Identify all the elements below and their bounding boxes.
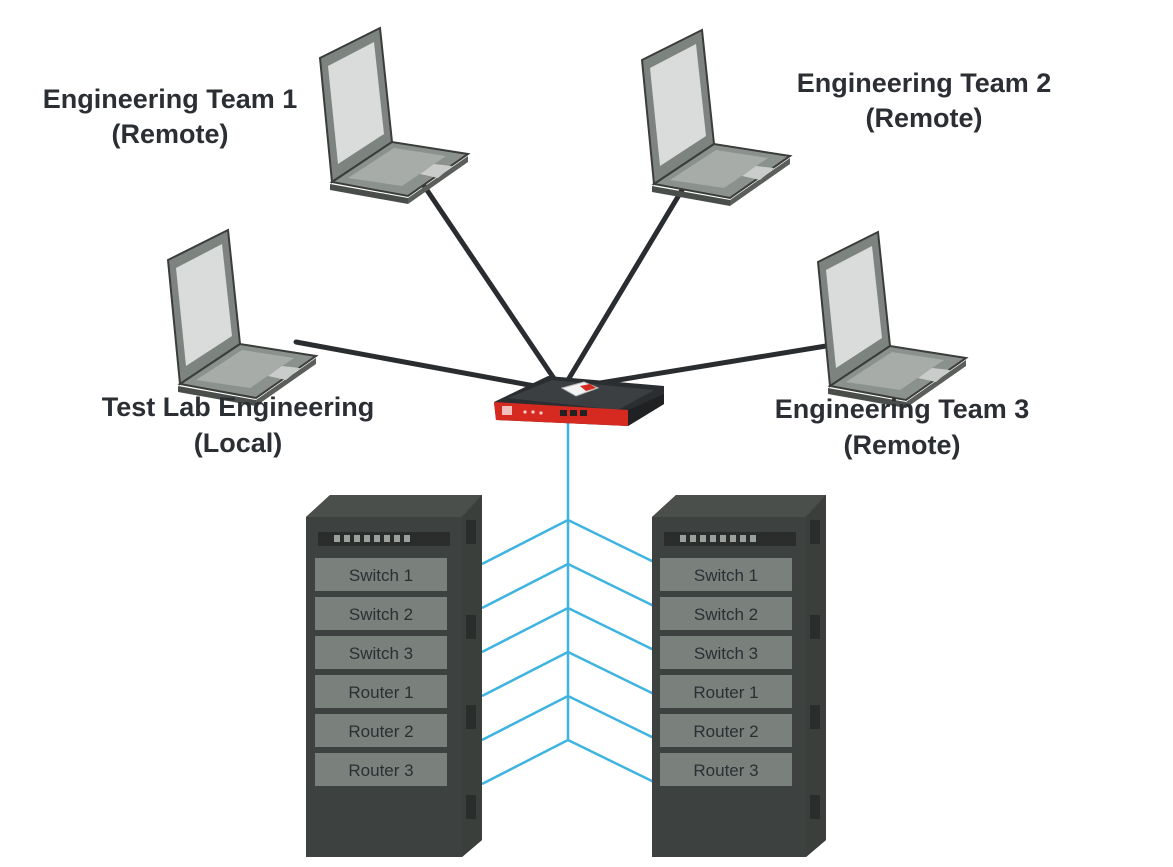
rack-right-slot bbox=[660, 675, 792, 708]
blue-branch-link bbox=[481, 518, 569, 566]
rack-right-slot bbox=[660, 753, 792, 786]
link-team1 bbox=[405, 159, 558, 383]
rack-right-slot bbox=[660, 597, 792, 630]
rack-right-slot bbox=[660, 636, 792, 669]
blue-branch-link bbox=[481, 650, 569, 698]
rack-left-slot-label: Router 2 bbox=[348, 722, 413, 741]
rack-right-slot bbox=[660, 558, 792, 591]
rack-left: Switch 1 Switch 2 Switch 3 Router 1 Router 2… bbox=[306, 495, 482, 857]
laptop-team3-icon bbox=[817, 231, 967, 409]
rack-right-slot bbox=[660, 714, 792, 747]
rack-right-slot-label: Switch 3 bbox=[694, 644, 758, 663]
blue-branch-link bbox=[481, 606, 569, 654]
rack-right-slot-label: Switch 2 bbox=[694, 605, 758, 624]
blue-branch-link bbox=[567, 518, 659, 566]
blue-branch-link bbox=[481, 562, 569, 610]
appliance-icon bbox=[494, 376, 664, 426]
rack-left-slot bbox=[315, 558, 447, 591]
rack-right: Switch 1 Switch 2 Switch 3 Router 1 Router 2… bbox=[652, 495, 826, 857]
rack-left-slot bbox=[315, 675, 447, 708]
rack-left-slot-label: Router 1 bbox=[348, 683, 413, 702]
blue-branch-link bbox=[567, 694, 659, 742]
blue-branch-link bbox=[567, 738, 659, 786]
label-team3-location: (Remote) bbox=[843, 430, 960, 460]
blue-branch-link bbox=[481, 738, 569, 786]
rack-right-slot-label: Router 3 bbox=[693, 761, 758, 780]
rack-right-slot-label: Switch 1 bbox=[694, 566, 758, 585]
laptop-team1-icon bbox=[319, 27, 469, 205]
laptop-team2-icon bbox=[641, 29, 791, 207]
rack-left-slot-label: Router 3 bbox=[348, 761, 413, 780]
label-team1-location: (Remote) bbox=[111, 119, 228, 149]
laptop-local-icon bbox=[167, 229, 317, 407]
label-local-name: Test Lab Engineering bbox=[102, 392, 375, 422]
label-team3-name: Engineering Team 3 bbox=[775, 394, 1030, 424]
rack-right-slot-label: Router 2 bbox=[693, 722, 758, 741]
rack-left-slot-label: Switch 2 bbox=[349, 605, 413, 624]
rack-left-slot-label: Switch 3 bbox=[349, 644, 413, 663]
rack-left-slot bbox=[315, 636, 447, 669]
blue-branch-link bbox=[481, 694, 569, 742]
rack-right-slot-label: Router 1 bbox=[693, 683, 758, 702]
label-team2-name: Engineering Team 2 bbox=[797, 68, 1052, 98]
blue-branch-link bbox=[567, 562, 659, 610]
blue-links bbox=[481, 422, 659, 786]
label-team1-name: Engineering Team 1 bbox=[43, 84, 298, 114]
link-team3 bbox=[597, 343, 829, 386]
label-team2-location: (Remote) bbox=[865, 103, 982, 133]
label-local-location: (Local) bbox=[194, 428, 283, 458]
rack-left-slot bbox=[315, 714, 447, 747]
blue-branch-link bbox=[567, 650, 659, 698]
rack-left-slot bbox=[315, 753, 447, 786]
link-local bbox=[293, 339, 543, 390]
link-team2 bbox=[565, 157, 703, 383]
rack-left-slot-label: Switch 1 bbox=[349, 566, 413, 585]
blue-branch-link bbox=[567, 606, 659, 654]
rack-left-slot bbox=[315, 597, 447, 630]
